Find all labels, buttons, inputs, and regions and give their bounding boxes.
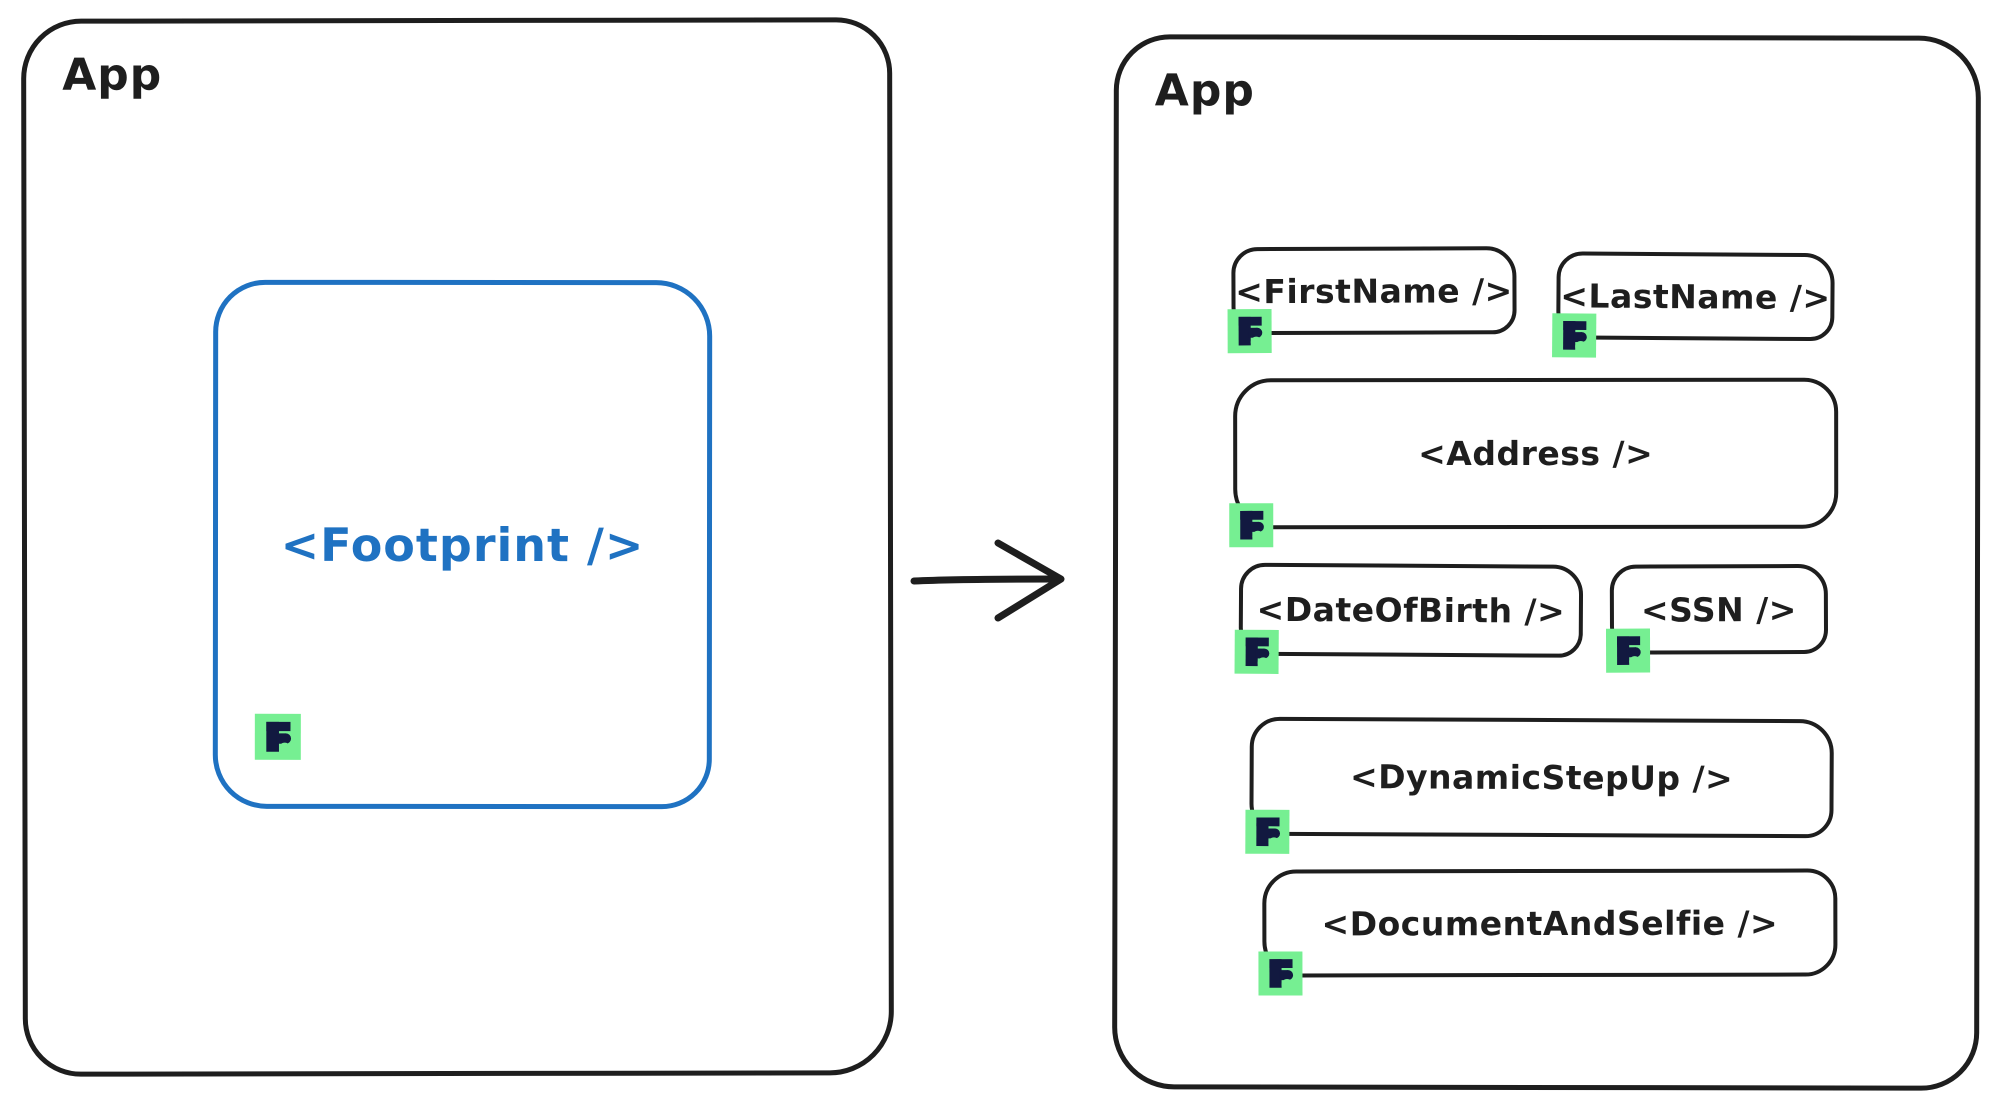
footprint-component-box: <Footprint /> [212, 279, 713, 810]
component-label-dateofbirth: <DateOfBirth /> [1256, 589, 1566, 631]
footprint-f-icon [1245, 637, 1270, 669]
component-box-ssn: <SSN /> [1605, 563, 1829, 673]
footprint-f-icon [1269, 959, 1294, 990]
footprint-logo-badge [1258, 951, 1303, 996]
right-app-box: App <FirstName /> <LastName /> <Address … [1112, 34, 1981, 1091]
footprint-f-icon [1240, 510, 1264, 542]
component-label-dynamicstepup: <DynamicStepUp /> [1349, 757, 1734, 798]
component-label-firstname: <FirstName /> [1235, 270, 1513, 311]
footprint-f-icon [1238, 316, 1263, 348]
component-box-dynamicstepup: <DynamicStepUp /> [1245, 716, 1834, 854]
footprint-f-icon [1617, 636, 1641, 668]
footprint-f-icon [1563, 321, 1587, 352]
right-app-label: App [1154, 65, 1255, 117]
component-label-ssn: <SSN /> [1640, 589, 1797, 630]
left-app-box: App <Footprint /> [21, 17, 894, 1077]
footprint-logo-badge [1227, 309, 1272, 354]
component-label-documentandselfie: <DocumentAndSelfie /> [1321, 903, 1779, 943]
left-app-label: App [62, 49, 163, 101]
footprint-logo-badge [1605, 628, 1651, 673]
footprint-logo-badge [254, 713, 301, 760]
component-box-lastname: <LastName /> [1552, 251, 1835, 358]
component-box-firstname: <FirstName /> [1227, 246, 1517, 354]
footprint-logo-badge [1234, 629, 1279, 674]
component-label-lastname: <LastName /> [1560, 275, 1831, 317]
footprint-f-icon [1256, 817, 1281, 849]
footprint-logo-badge [1245, 809, 1290, 854]
footprint-f-icon [266, 721, 292, 755]
component-label-address: <Address /> [1418, 433, 1654, 474]
arrow-right-icon [910, 539, 1065, 622]
footprint-logo-badge [1552, 313, 1597, 358]
component-box-dateofbirth: <DateOfBirth /> [1234, 562, 1584, 674]
footprint-component-label: <Footprint /> [280, 517, 645, 572]
component-box-documentandselfie: <DocumentAndSelfie /> [1258, 868, 1838, 996]
footprint-logo-badge [1229, 503, 1274, 548]
component-box-address: <Address /> [1229, 377, 1839, 548]
